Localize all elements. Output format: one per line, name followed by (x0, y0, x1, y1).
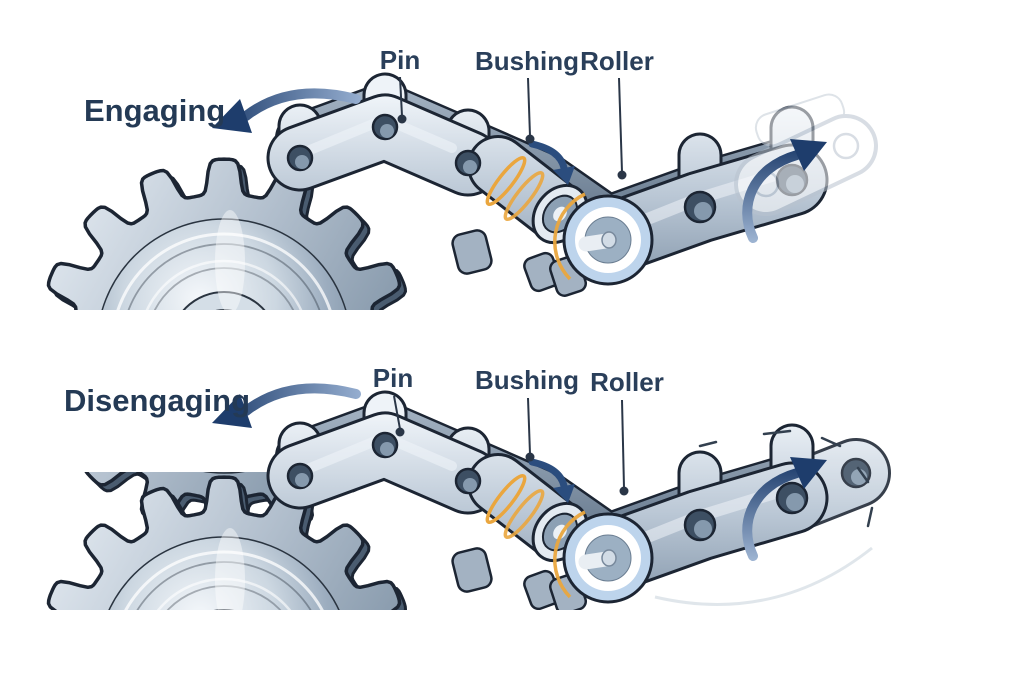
panel-disengaging: Disengaging Pin Bushing Roller (64, 363, 874, 606)
roller-dot (619, 486, 629, 496)
bushing-label: Bushing (475, 46, 579, 76)
roller-label: Roller (580, 46, 654, 76)
roller-leader-line (618, 77, 623, 173)
arrowhead (212, 99, 252, 133)
arrowhead (553, 484, 575, 503)
arrowhead (790, 139, 827, 171)
pin-leader-line (399, 76, 403, 117)
panel-engaging: Engaging Pin Bushing Roller (84, 45, 878, 243)
link-rotation-arrow (742, 457, 827, 561)
panel-title-disengaging: Disengaging (64, 383, 250, 418)
bushing-leader-line (527, 77, 531, 137)
pin-label: Pin (380, 45, 420, 75)
panel-title-engaging: Engaging (84, 93, 225, 128)
bushing-dot (525, 452, 535, 462)
pin-dot (395, 427, 405, 437)
arrowhead (790, 457, 827, 489)
motion-swoosh (654, 546, 873, 606)
engaging-direction-arrow (212, 88, 361, 133)
pin-leader-line (393, 395, 401, 430)
roller-dot (617, 170, 627, 180)
bushing-leader-line (527, 397, 531, 455)
motion-dashes (698, 429, 874, 528)
arrowhead (212, 394, 252, 428)
link-rotation-arrow (742, 139, 827, 243)
bushing-dot (525, 134, 535, 144)
roller-leader-line (621, 399, 625, 489)
pin-label: Pin (373, 363, 413, 393)
panel-bottom-crop (0, 610, 1024, 683)
bushing-pointer-arrow (528, 458, 575, 503)
pin-dot (397, 114, 407, 124)
arrowhead (553, 166, 575, 185)
bushing-label: Bushing (475, 365, 579, 395)
bushing-pointer-arrow (528, 140, 575, 185)
disengaging-direction-arrow (212, 383, 361, 428)
roller-label: Roller (590, 367, 664, 397)
